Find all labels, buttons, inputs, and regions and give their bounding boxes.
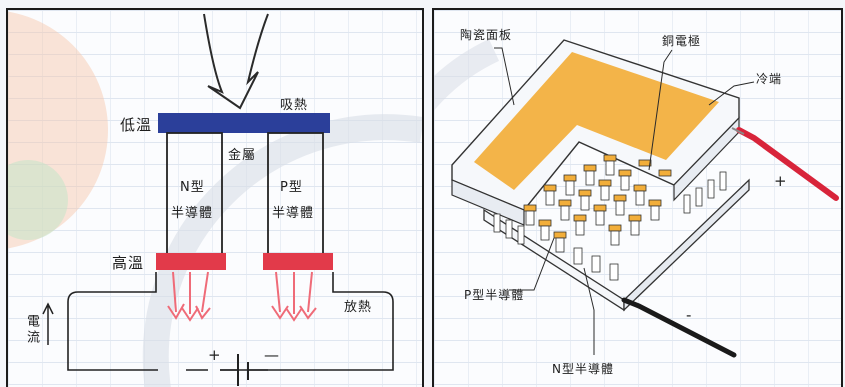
wire-minus-label: -: [686, 306, 693, 324]
low-temp-label: 低溫: [120, 116, 153, 134]
copper-electrode-label: 銅電極: [662, 34, 702, 48]
cold-end-label: 冷端: [756, 72, 783, 86]
hot-plate-left: [156, 253, 226, 270]
p-type-label-line2: 半導體: [272, 206, 315, 221]
principle-drawing: [8, 11, 422, 387]
module-drawing: [434, 39, 839, 358]
copper-electrode-top: [474, 52, 719, 190]
battery-plus-label: +: [208, 346, 222, 364]
n-type-label-line2: 半導體: [171, 206, 214, 221]
heat-out-arrows: [167, 271, 317, 322]
wire-plus-label: +: [774, 172, 788, 190]
leader-lines: [494, 47, 755, 355]
n-semiconductor-label: N型半導體: [552, 362, 614, 376]
high-temp-label: 高溫: [112, 254, 145, 272]
watermark-arc: [142, 114, 422, 387]
p-semiconductor-label: P型半導體: [464, 288, 525, 302]
ceramic-panel-label: 陶瓷面板: [460, 28, 513, 42]
red-wire: [736, 127, 839, 201]
hot-plate-right: [263, 253, 333, 270]
pellet-array: [493, 154, 727, 281]
current-label: 電流: [24, 314, 39, 346]
peltier-module-diagram: 陶瓷面板 銅電極 冷端 + - P型半導體 N型半導體: [432, 8, 843, 387]
battery-minus-label: —: [264, 346, 280, 364]
heat-in-arrow: [203, 13, 269, 110]
cold-plate: [158, 113, 330, 133]
p-type-label-line1: P型: [280, 180, 303, 195]
black-wire: [621, 297, 737, 358]
watermark-green: [8, 160, 68, 240]
n-type-label-line1: N型: [180, 180, 205, 195]
metal-label: 金屬: [228, 148, 257, 163]
circuit-wire: [67, 272, 394, 371]
peltier-principle-diagram: 低溫 吸熱 金屬 N型 半導體 P型 半導體 高溫 放熱 電流 + —: [6, 8, 424, 387]
release-heat-label: 放熱: [344, 300, 373, 315]
current-arrow: [42, 302, 54, 345]
watermark-arc-right: [434, 39, 500, 111]
absorb-heat-label: 吸熱: [280, 98, 309, 113]
